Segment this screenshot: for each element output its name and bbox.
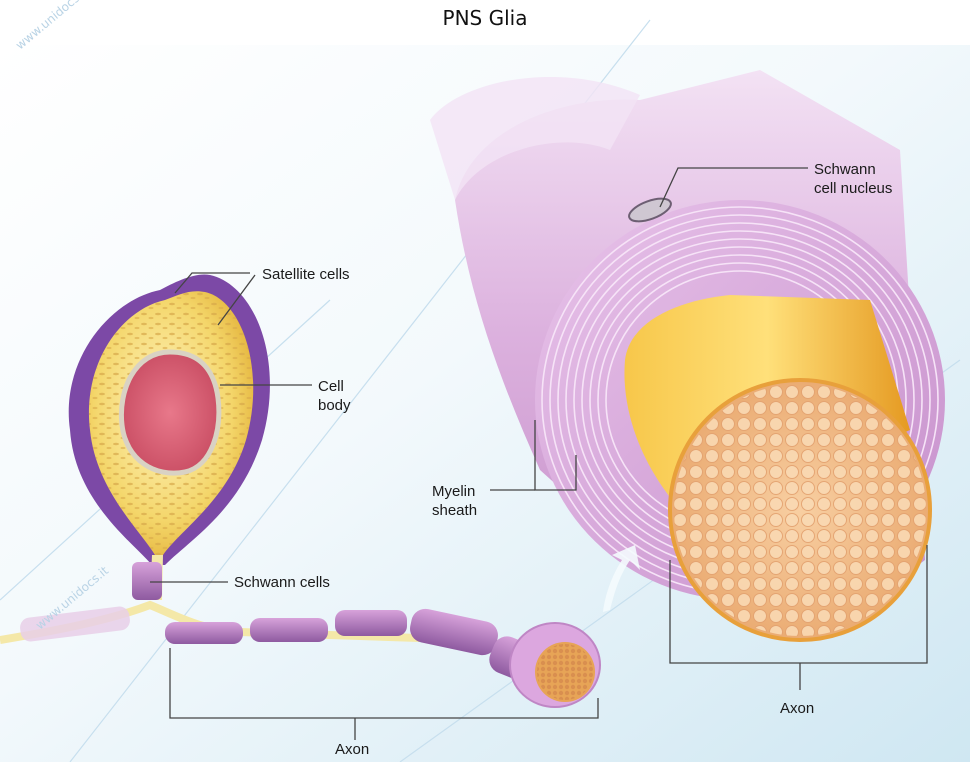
schwann-segment-stem xyxy=(132,562,162,600)
cell-nucleus xyxy=(121,352,218,473)
schwann-segment-3 xyxy=(335,610,407,636)
label-schwann-cells: Schwann cells xyxy=(234,573,330,592)
label-axon-right: Axon xyxy=(780,699,814,718)
diagram-title: PNS Glia xyxy=(0,6,970,30)
label-myelin-sheath: Myelin sheath xyxy=(432,482,477,520)
label-myelin-line2: sheath xyxy=(432,501,477,520)
label-schwann-nucleus-line1: Schwann xyxy=(814,160,892,179)
label-axon-left: Axon xyxy=(335,740,369,759)
label-cell-body-line2: body xyxy=(318,396,351,415)
axon-end-texture xyxy=(537,644,593,700)
schwann-segment-1 xyxy=(165,622,243,644)
label-schwann-nucleus: Schwann cell nucleus xyxy=(814,160,892,198)
label-cell-body-line1: Cell xyxy=(318,377,351,396)
label-myelin-line1: Myelin xyxy=(432,482,477,501)
schwann-segment-2 xyxy=(250,618,328,642)
label-cell-body: Cell body xyxy=(318,377,351,415)
label-satellite-cells: Satellite cells xyxy=(262,265,350,284)
axon-cross-section-texture xyxy=(674,384,926,636)
label-schwann-nucleus-line2: cell nucleus xyxy=(814,179,892,198)
